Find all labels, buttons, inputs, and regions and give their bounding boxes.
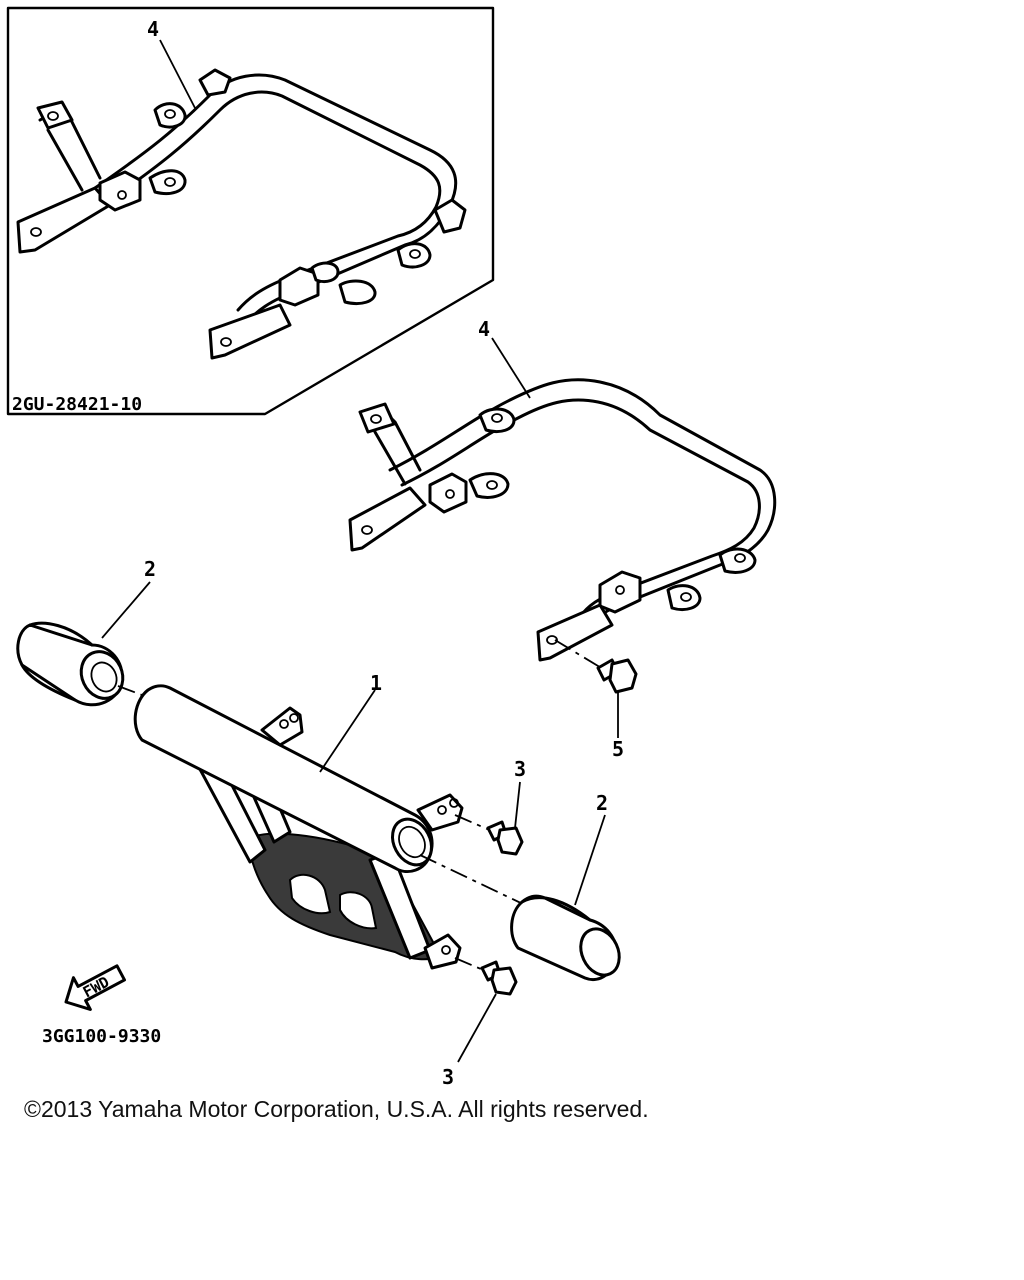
inset-leader-line <box>159 39 196 109</box>
end-cap-left <box>16 621 125 707</box>
inset-rear-frame <box>16 68 467 360</box>
cap-left-leader <box>101 581 151 639</box>
bumper-bar <box>133 684 464 970</box>
bolt-5 <box>554 639 638 738</box>
inset-part-code: 2GU-28421-10 <box>12 394 142 415</box>
diagram-code: 3GG100-9330 <box>42 1026 161 1047</box>
rear-frame <box>348 378 777 662</box>
callout-1: 1 <box>370 671 382 695</box>
end-cap-right <box>510 894 621 981</box>
callout-2-left: 2 <box>144 557 156 581</box>
inset-panel: 4 2GU-28421-10 <box>6 6 495 416</box>
callout-4: 4 <box>478 317 490 341</box>
bolt-3-lower <box>454 957 518 1063</box>
bar-leader-line <box>319 689 376 773</box>
callout-3-lower: 3 <box>442 1065 454 1089</box>
bolt-3-upper <box>454 781 524 856</box>
cap-right-axis <box>419 854 526 906</box>
frame-leader-line <box>491 337 531 399</box>
cap-right-leader <box>574 814 606 906</box>
cap-left-axis <box>117 685 143 696</box>
inset-callout-4: 4 <box>147 17 159 41</box>
callout-5: 5 <box>612 737 624 761</box>
callout-2-right: 2 <box>596 791 608 815</box>
callout-3-upper: 3 <box>514 757 526 781</box>
copyright-notice: ©2013 Yamaha Motor Corporation, U.S.A. A… <box>24 1096 649 1122</box>
fwd-arrow-icon: FWD <box>64 964 126 1011</box>
